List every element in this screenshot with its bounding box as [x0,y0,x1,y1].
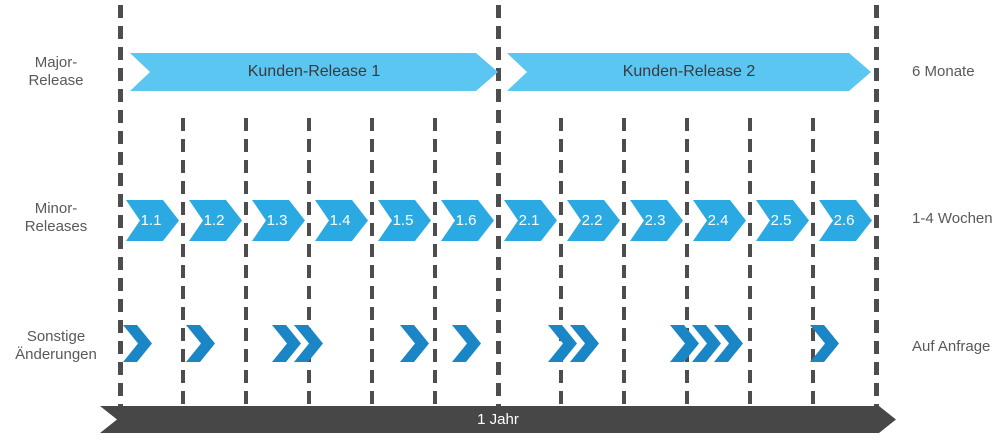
timeline-gridline-major [118,5,123,406]
row-label-major-line2: Release [28,72,84,89]
minor-release-label: 1.6 [455,212,477,229]
minor-release-label: 2.3 [644,212,666,229]
row-label-major-release: Major- Release [0,54,112,90]
minor-release-chevron: 2.3 [630,200,683,241]
row-label-sonstige-aenderungen: Sonstige Änderungen [0,328,112,364]
minor-release-label: 2.4 [707,212,729,229]
minor-release-chevron: 2.4 [693,200,746,241]
minor-release-chevron: 2.5 [756,200,809,241]
row-label-other-line1: Sonstige [26,328,86,345]
minor-release-chevron: 1.2 [189,200,242,241]
timeline-gridline-major [874,5,879,406]
timeline-gridline-minor [181,118,185,406]
minor-release-label: 1.4 [329,212,351,229]
timeline-gridline-minor [685,118,689,406]
minor-release-label: 2.6 [833,212,855,229]
minor-release-chevron: 1.5 [378,200,431,241]
row-label-minor-line1: Minor- [34,200,78,217]
minor-release-label: 1.5 [392,212,414,229]
year-bar-label: 1 Jahr [477,411,519,428]
minor-release-label: 2.5 [770,212,792,229]
change-chevron [123,325,152,362]
minor-release-label: 1.1 [140,212,162,229]
major-release-2-label: Kunden-Release 2 [622,63,756,80]
minor-release-label: 1.3 [266,212,288,229]
timeline-gridline-minor [811,118,815,406]
timeline-gridline-major [496,5,501,406]
duration-label-minor: 1-4 Wochen [912,210,993,227]
timeline-gridline-minor [433,118,437,406]
row-label-other-line2: Änderungen [15,346,97,363]
major-release-1-label: Kunden-Release 1 [247,63,381,80]
timeline-gridline-minor [307,118,311,406]
row-label-major-line1: Major- [34,54,78,71]
timeline-gridline-minor [244,118,248,406]
change-chevron [452,325,481,362]
minor-release-chevron: 2.2 [567,200,620,241]
major-release-arrow-2: Kunden-Release 2 [507,53,871,91]
timeline-gridline-minor [622,118,626,406]
timeline-gridline-minor [559,118,563,406]
timeline-gridline-minor [370,118,374,406]
minor-release-chevron: 1.3 [252,200,305,241]
year-bar: 1 Jahr [100,406,896,433]
change-chevron [186,325,215,362]
minor-release-label: 1.2 [203,212,225,229]
change-chevron [272,325,301,362]
timeline-gridline-minor [748,118,752,406]
minor-release-chevron: 1.4 [315,200,368,241]
row-label-minor-line2: Releases [24,218,88,235]
minor-release-chevron: 2.1 [504,200,557,241]
change-chevron [400,325,429,362]
row-label-minor-releases: Minor- Releases [0,200,112,236]
minor-release-chevron: 2.6 [819,200,872,241]
duration-label-major: 6 Monate [912,63,975,80]
minor-release-label: 2.1 [518,212,540,229]
duration-label-other: Auf Anfrage [912,338,991,355]
major-release-arrow-1: Kunden-Release 1 [130,53,498,91]
minor-release-label: 2.2 [581,212,603,229]
minor-release-chevron: 1.6 [441,200,494,241]
minor-release-chevron: 1.1 [126,200,179,241]
